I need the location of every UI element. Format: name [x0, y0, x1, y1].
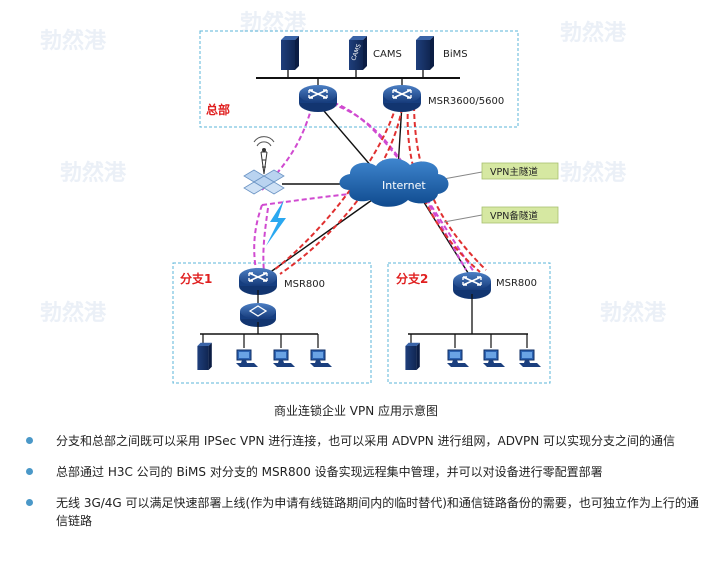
svg-text:勃然港: 勃然港: [60, 160, 127, 186]
wireless-link-icon: [266, 200, 286, 246]
cams-label: CAMS: [373, 49, 402, 60]
branch1-label: 分支1: [180, 271, 212, 286]
bullet-dot-icon: [26, 468, 33, 475]
bullet-text: 总部通过 H3C 公司的 BiMS 对分支的 MSR800 设备实现远程集中管理…: [56, 465, 603, 479]
hq-server-cams: CAMS: [349, 36, 367, 70]
branch2-pc-3: [518, 349, 542, 368]
branch1-pc-1: [235, 349, 259, 368]
bullet-text: 无线 3G/4G 可以满足快速部署上线(作为申请有线链路期间内的临时替代)和通信…: [56, 496, 699, 528]
internet-cloud: Internet: [339, 158, 449, 207]
branch1-pc-3: [309, 349, 333, 368]
branch1-switch: [240, 303, 276, 327]
svg-text:勃然港: 勃然港: [600, 300, 667, 326]
branch1-server: [197, 342, 212, 370]
figure-caption: 商业连锁企业 VPN 应用示意图: [273, 404, 439, 418]
branch1-router-label: MSR800: [284, 279, 325, 290]
wireless-base-station-icon: [243, 136, 285, 195]
bullet-item: 无线 3G/4G 可以满足快速部署上线(作为申请有线链路期间内的临时替代)和通信…: [26, 494, 706, 530]
svg-text:勃然港: 勃然港: [560, 160, 627, 186]
svg-text:VPN主隧道: VPN主隧道: [490, 166, 538, 178]
branch2-pc-1: [446, 349, 470, 368]
red-tunnels: [273, 105, 487, 275]
branch2-server: [405, 342, 420, 370]
svg-text:勃然港: 勃然港: [240, 10, 307, 36]
branch2-label: 分支2: [396, 271, 428, 286]
hq-server-bims: [416, 36, 434, 70]
callout-backup-tunnel: VPN备隧道: [481, 206, 559, 224]
svg-text:Internet: Internet: [382, 179, 426, 192]
hq-zone-label: 总部: [206, 102, 230, 117]
svg-text:勃然港: 勃然港: [40, 28, 107, 54]
hq-zone: [199, 30, 519, 128]
svg-text:勃然港: 勃然港: [40, 300, 107, 326]
hq-router-1: [298, 84, 338, 113]
bims-label: BiMS: [443, 49, 468, 60]
svg-text:勃然港: 勃然港: [560, 20, 627, 46]
svg-text:VPN备隧道: VPN备隧道: [490, 210, 538, 222]
bullet-dot-icon: [26, 437, 33, 444]
branch2-pc-2: [482, 349, 506, 368]
network-diagram: 勃然港 勃然港 勃然港 勃然港 勃然港 勃然港 勃然港: [40, 10, 667, 384]
bullet-item: 分支和总部之间既可以采用 IPSec VPN 进行连接，也可以采用 ADVPN …: [26, 432, 706, 450]
hq-router-label: MSR3600/5600: [428, 96, 504, 107]
bullet-dot-icon: [26, 499, 33, 506]
watermark-layer: 勃然港 勃然港 勃然港 勃然港 勃然港 勃然港 勃然港: [40, 10, 667, 326]
branch1-pc-2: [272, 349, 296, 368]
bullet-item: 总部通过 H3C 公司的 BiMS 对分支的 MSR800 设备实现远程集中管理…: [26, 463, 706, 481]
hq-router-2: [382, 84, 422, 113]
branch1-zone: [172, 262, 372, 384]
branch2-router-label: MSR800: [496, 278, 537, 289]
bullet-list: 分支和总部之间既可以采用 IPSec VPN 进行连接，也可以采用 ADVPN …: [26, 432, 706, 544]
hq-server-1: [281, 36, 299, 70]
bullet-text: 分支和总部之间既可以采用 IPSec VPN 进行连接，也可以采用 ADVPN …: [56, 434, 676, 448]
callout-primary-tunnel: VPN主隧道: [481, 162, 559, 180]
